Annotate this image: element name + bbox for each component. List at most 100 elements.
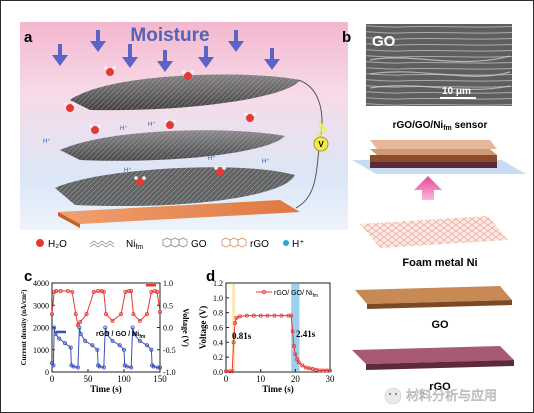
data-point (279, 313, 284, 318)
legend-label: rGO/ GO/ Nifm (274, 290, 318, 299)
moisture-arrow-icon (122, 44, 138, 68)
panel-a-legend: H₂O Nifm GO rGO (34, 237, 305, 251)
rise-time-label: 0.81s (232, 331, 252, 341)
proton-label: H⁺ (124, 167, 132, 174)
legend-ni-sub: fm (135, 244, 143, 251)
data-point (145, 312, 150, 317)
watermark-text: 材料分析与应用 (406, 388, 497, 403)
legend-rgo: rGO (221, 237, 269, 250)
legend-marker (261, 289, 267, 295)
legend-rgo-label: rGO (250, 239, 269, 250)
rgo-top-sheet (70, 74, 300, 111)
voltmeter-icon (313, 136, 329, 152)
data-point (70, 289, 75, 294)
data-point (137, 318, 142, 323)
moisture-title: Moisture (130, 25, 209, 46)
y2-axis-label: Voltage (V) (181, 308, 190, 347)
data-point (78, 332, 83, 337)
scale-bar-label: 10 μm (442, 86, 471, 97)
data-point (110, 318, 115, 323)
data-point (244, 313, 249, 318)
data-point (51, 363, 56, 368)
fall-time-band (291, 284, 300, 371)
data-point (84, 312, 89, 317)
data-point (230, 369, 235, 374)
legend-go: GO (162, 237, 207, 250)
water-molecules (64, 66, 256, 186)
voltmeter: V (312, 118, 330, 156)
y-tick-label: 0.2 (213, 353, 223, 362)
h2o-icon (89, 124, 101, 134)
data-point (83, 338, 88, 343)
h2o-icon (214, 166, 226, 176)
moisture-arrow-icon (157, 50, 173, 72)
data-point (57, 336, 62, 341)
data-point (90, 343, 95, 348)
data-point (97, 364, 102, 369)
legend-h2o-label: H₂O (48, 239, 67, 250)
y-tick-label: 0.6 (213, 324, 223, 333)
panel-d-label: d (206, 268, 215, 285)
rgo-layer (352, 346, 514, 370)
y-axis-label: Current density (nA/cm²) (20, 289, 28, 366)
rgo-bottom-layer (58, 200, 300, 228)
data-point (104, 312, 109, 317)
data-point (68, 345, 73, 350)
data-point (104, 332, 109, 337)
go-middle-sheet (60, 130, 285, 161)
rgo-legend-icon (221, 237, 247, 248)
voltmeter-label: V (318, 140, 324, 149)
y-tick-label: 4000 (33, 279, 49, 288)
moisture-arrow-icon (228, 30, 244, 52)
chart-annotation: rGO / GO / Nifm (96, 331, 146, 340)
h2o-icon (134, 176, 146, 186)
protons: H⁺ H⁺ H⁺ H⁺ H⁺ H⁺ (43, 121, 270, 174)
data-point (130, 325, 135, 330)
data-point (296, 360, 301, 365)
data-point (54, 289, 59, 294)
x-tick-label: 100 (117, 374, 131, 384)
y-tick-label: 3000 (33, 301, 49, 310)
data-point (157, 365, 162, 370)
go-layer (355, 286, 512, 309)
data-point (300, 363, 305, 368)
y2-tick-label: 1.0 (163, 279, 173, 288)
h2o-legend-icon (36, 239, 44, 247)
data-point (75, 365, 80, 370)
data-point (258, 313, 263, 318)
data-point (91, 289, 96, 294)
data-point (149, 289, 154, 294)
sem-image: GO 10 μm (366, 24, 512, 106)
data-point (145, 343, 150, 348)
data-point (295, 357, 300, 362)
y2-tick-label: 0.0 (163, 324, 173, 333)
y-tick-label: 0.8 (213, 309, 223, 318)
data-point (50, 312, 55, 317)
data-point (101, 289, 106, 294)
h2o-icon (104, 66, 116, 76)
data-point (251, 313, 256, 318)
data-point (231, 340, 236, 345)
data-point (155, 365, 160, 370)
legend-go-label: GO (191, 239, 207, 250)
x-tick-label: 20 (291, 374, 301, 384)
y-tick-label: 1.2 (213, 279, 223, 288)
data-point (65, 289, 70, 294)
proton-legend-icon (283, 240, 289, 246)
data-point (151, 364, 156, 369)
h2o-icon (182, 70, 194, 80)
proton-label: H⁺ (208, 155, 216, 162)
y-tick-label: 2000 (33, 324, 49, 333)
data-point (129, 365, 134, 370)
x-tick-label: 0 (224, 374, 229, 384)
x-tick-label: 30 (326, 374, 336, 384)
data-point (95, 347, 100, 352)
data-point (227, 369, 232, 374)
data-point (62, 341, 67, 346)
series-line-1 (51, 327, 160, 369)
data-point (327, 368, 332, 373)
data-point (52, 289, 57, 294)
